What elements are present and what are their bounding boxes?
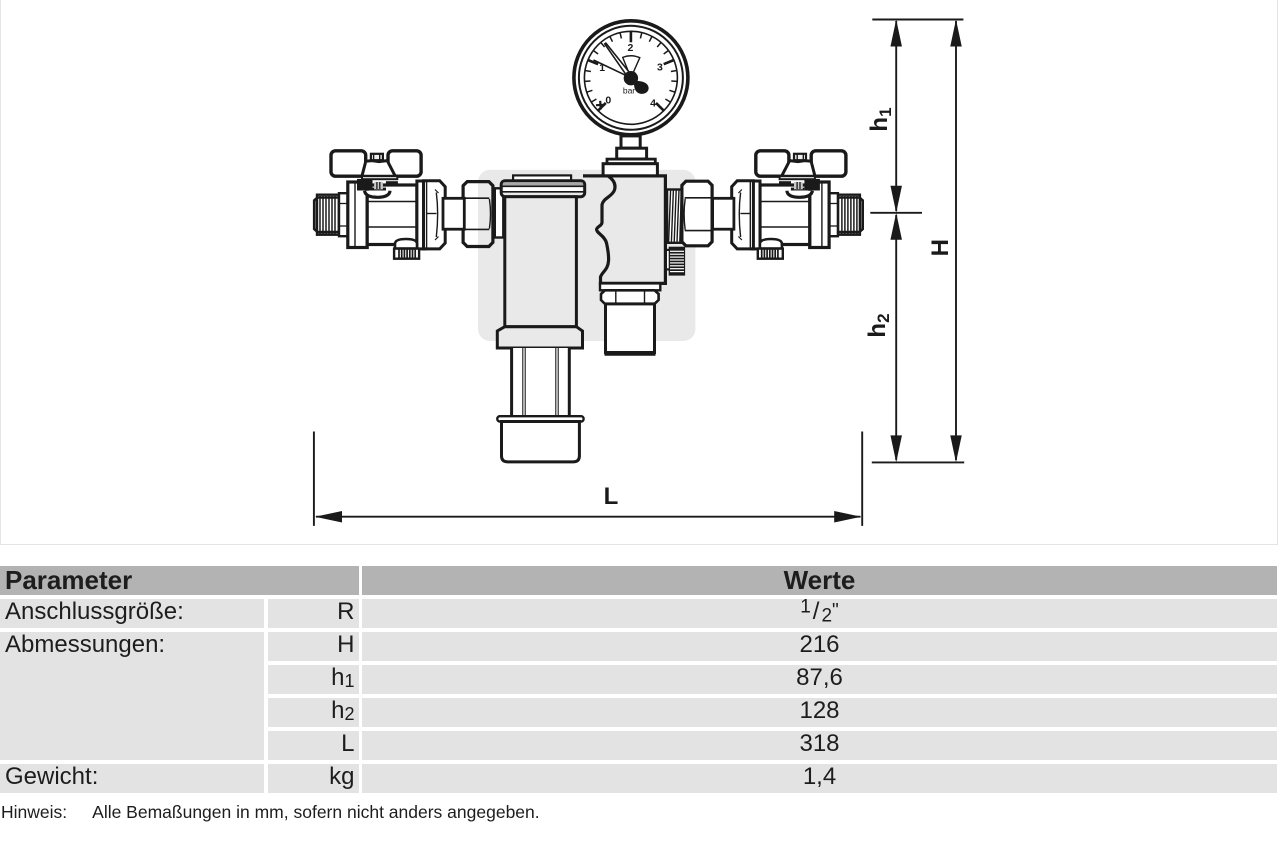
svg-text:L: L [604, 483, 619, 510]
svg-text:3: 3 [657, 61, 663, 73]
svg-text:h1: h1 [866, 107, 895, 131]
svg-text:2: 2 [627, 42, 633, 54]
svg-text:1: 1 [599, 62, 605, 74]
svg-text:bar: bar [623, 86, 635, 96]
svg-text:H: H [927, 239, 954, 256]
svg-text:0: 0 [605, 94, 611, 106]
svg-text:4: 4 [650, 97, 656, 109]
svg-text:h2: h2 [864, 313, 893, 337]
